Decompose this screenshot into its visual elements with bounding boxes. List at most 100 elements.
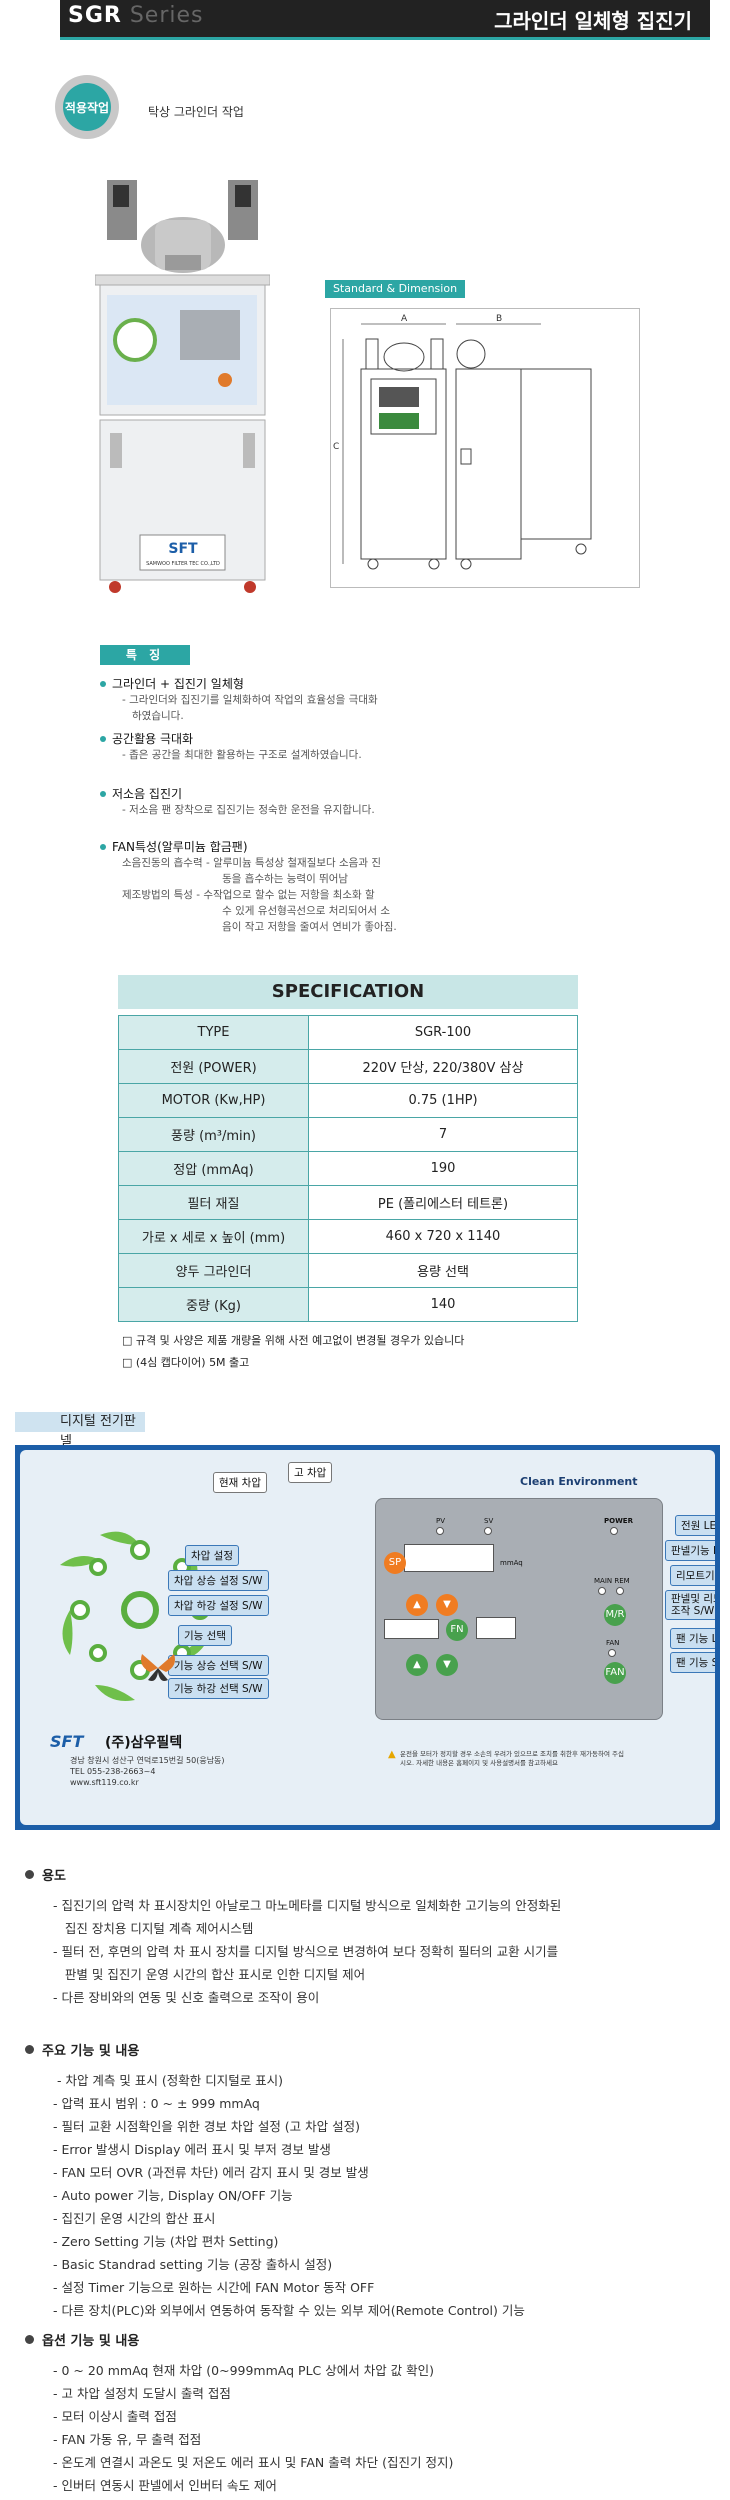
- feature-title: 공간활용 극대화: [112, 732, 194, 746]
- spec-row: 풍량 (m³/min)7: [118, 1117, 578, 1152]
- list-item: - 필터 교환 시점확인을 위한 경보 차압 설정 (고 차압 설정): [53, 2119, 360, 2134]
- function-down-button[interactable]: ▼: [436, 1654, 458, 1676]
- main-functions-section: 주요 기능 및 내용 - 차압 계측 및 표시 (정확한 디지털로 표시) - 압…: [25, 2040, 705, 2322]
- features-badge: 특 징: [100, 645, 190, 665]
- butterfly-icon: [141, 1654, 175, 1681]
- fan-led: [608, 1649, 616, 1657]
- main-rem-switch[interactable]: M/R: [604, 1604, 626, 1626]
- list-item: - 차압 계측 및 표시 (정확한 디지털로 표시): [53, 2073, 284, 2088]
- rem-led: [616, 1587, 624, 1595]
- digital-panel: Clean Environment PV SV POWER mmAq MAIN …: [15, 1445, 720, 1830]
- list-item: - Zero Setting 기능 (차압 편차 Setting): [53, 2234, 279, 2249]
- unit-label: mmAq: [500, 1559, 523, 1567]
- function-select-button[interactable]: FN: [446, 1619, 468, 1641]
- panel-section-label: 디지털 전기판넬: [15, 1412, 145, 1449]
- power-led: [610, 1527, 618, 1535]
- application-badge-label: 적용작업: [63, 83, 111, 131]
- list-item: - 압력 표시 범위 : 0 ~ ± 999 mmAq: [53, 2096, 260, 2111]
- function-up-button[interactable]: ▲: [406, 1654, 428, 1676]
- tag-function-up-sw: 기능 상승 선택 S/W: [168, 1655, 269, 1676]
- tag-fan-led: 팬 기능 LED: [670, 1628, 715, 1649]
- feature-desc: - 좁은 공간을 최대한 활용하는 구조로 설계하였습니다.: [122, 749, 362, 761]
- main-led: [598, 1587, 606, 1595]
- sp-button[interactable]: SP: [384, 1552, 406, 1574]
- feature-title: 그라인더 + 집진기 일체형: [112, 677, 244, 691]
- options-section: 옵션 기능 및 내용 - 0 ~ 20 mmAq 현재 차압 (0~999mmA…: [25, 2330, 705, 2497]
- spec-key: 정압 (mmAq): [118, 1151, 309, 1186]
- spec-value: 0.75 (1HP): [308, 1083, 578, 1118]
- bullet-icon: [25, 2335, 34, 2344]
- usage-title: 용도: [42, 1869, 66, 1884]
- tag-panel-led: 판넬기능 LED: [665, 1540, 715, 1561]
- tag-fan-sw: 팬 기능 S/W: [670, 1652, 715, 1673]
- fan-switch[interactable]: FAN: [604, 1662, 626, 1684]
- company-logo: SFT: [50, 1732, 84, 1751]
- spec-key: 필터 재질: [118, 1185, 309, 1220]
- main-functions-title: 주요 기능 및 내용: [42, 2044, 140, 2059]
- spec-value: PE (폴리에스터 테트론): [308, 1185, 578, 1220]
- function-display-right: [476, 1617, 516, 1639]
- power-label: POWER: [604, 1517, 633, 1525]
- feature-item: 저소음 집진기 - 저소음 팬 장착으로 집진기는 정숙한 운전을 유지합니다.: [100, 785, 500, 818]
- main-functions-list: - 차압 계측 및 표시 (정확한 디지털로 표시) - 압력 표시 범위 : 0…: [25, 2069, 705, 2322]
- list-item: - 설정 Timer 기능으로 원하는 시간에 FAN Motor 동작 OFF: [53, 2280, 375, 2295]
- spec-value: 190: [308, 1151, 578, 1186]
- list-item: - 0 ~ 20 mmAq 현재 차압 (0~999mmAq PLC 상에서 차…: [53, 2363, 435, 2378]
- list-item: - 인버터 연동시 판넬에서 인버터 속도 제어: [53, 2478, 277, 2493]
- list-item: - Error 발생시 Display 에러 표시 및 부저 경보 발생: [53, 2142, 331, 2157]
- spec-row: 가로 x 세로 x 높이 (mm)460 x 720 x 1140: [118, 1219, 578, 1254]
- pv-led: [436, 1527, 444, 1535]
- page-title: 그라인더 일체형 집진기: [494, 9, 692, 33]
- spec-key: 전원 (POWER): [118, 1049, 309, 1084]
- feature-title: 저소음 집진기: [112, 787, 183, 801]
- tag-remote: 리모트기능: [670, 1565, 715, 1586]
- tag-function-select: 기능 선택: [178, 1625, 232, 1646]
- spec-row: 전원 (POWER)220V 단상, 220/380V 삼상: [118, 1049, 578, 1084]
- svg-text:B: B: [496, 314, 502, 324]
- spec-note: □ (4심 캡다이어) 5M 출고: [122, 1356, 250, 1369]
- options-list: - 0 ~ 20 mmAq 현재 차압 (0~999mmAq PLC 상에서 차…: [25, 2359, 705, 2497]
- bullet-icon: [100, 843, 106, 850]
- bullet-icon: [100, 680, 106, 687]
- tag-function-down-sw: 기능 하강 선택 S/W: [168, 1678, 269, 1699]
- application-badge: 적용작업: [55, 75, 119, 139]
- svg-text:A: A: [401, 314, 408, 324]
- company-name: (주)삼우필텍: [105, 1735, 183, 1751]
- options-title: 옵션 기능 및 내용: [42, 2334, 140, 2349]
- spec-value: 7: [308, 1117, 578, 1152]
- spec-notes: □ 규격 및 사양은 제품 개량을 위해 사전 예고없이 변경될 경우가 있습니…: [122, 1330, 464, 1374]
- tag-high-pressure: 고 차압: [288, 1462, 333, 1483]
- pressure-down-button[interactable]: ▼: [436, 1594, 458, 1616]
- pressure-up-button[interactable]: ▲: [406, 1594, 428, 1616]
- spec-value: SGR-100: [308, 1015, 578, 1050]
- bullet-icon: [100, 790, 106, 797]
- spec-value: 140: [308, 1287, 578, 1322]
- feature-item: 공간활용 극대화 - 좁은 공간을 최대한 활용하는 구조로 설계하였습니다.: [100, 730, 500, 763]
- tag-pressure-setting: 차압 설정: [185, 1545, 239, 1566]
- list-item: - 다른 장치(PLC)와 외부에서 연동하여 동작할 수 있는 외부 제어(R…: [53, 2303, 525, 2318]
- spec-row: 중량 (Kg)140: [118, 1287, 578, 1322]
- machine-photo: SFT SAMWOO FILTER TEC CO.,LTD: [95, 180, 270, 593]
- list-item: - FAN 가동 유, 무 출력 접점: [53, 2432, 202, 2447]
- spec-value: 220V 단상, 220/380V 삼상: [308, 1049, 578, 1084]
- list-item: - 모터 이상시 출력 접점: [53, 2409, 177, 2424]
- list-item: - 다른 장비와의 연동 및 신호 출력으로 조작이 용이: [53, 1990, 320, 2005]
- bullet-icon: [25, 1870, 34, 1879]
- spec-key: 가로 x 세로 x 높이 (mm): [118, 1219, 309, 1254]
- list-item: - Auto power 기능, Display ON/OFF 기능: [53, 2188, 293, 2203]
- bullet-icon: [25, 2045, 34, 2054]
- feature-desc: 소음진동의 흡수력 - 알루미늄 특성상 철재질보다 소음과 진 동을 흡수하는…: [122, 857, 397, 933]
- svg-text:SAMWOO FILTER TEC CO.,LTD: SAMWOO FILTER TEC CO.,LTD: [146, 561, 220, 567]
- application-text: 탁상 그라인더 작업: [148, 105, 244, 119]
- tag-pressure-down-sw: 차압 하강 설정 S/W: [168, 1595, 269, 1616]
- pv-label: PV: [436, 1517, 446, 1525]
- dimension-drawing: A C B: [330, 308, 640, 588]
- list-item: 판별 및 집진기 운영 시간의 합산 표시로 인한 디지털 제어: [53, 1967, 366, 1982]
- controller-device: PV SV POWER mmAq MAIN REM SP ▲ ▼ M/R FN …: [375, 1498, 663, 1720]
- spec-title: SPECIFICATION: [118, 975, 578, 1009]
- feature-desc: - 저소음 팬 장착으로 집진기는 정숙한 운전을 유지합니다.: [122, 804, 375, 816]
